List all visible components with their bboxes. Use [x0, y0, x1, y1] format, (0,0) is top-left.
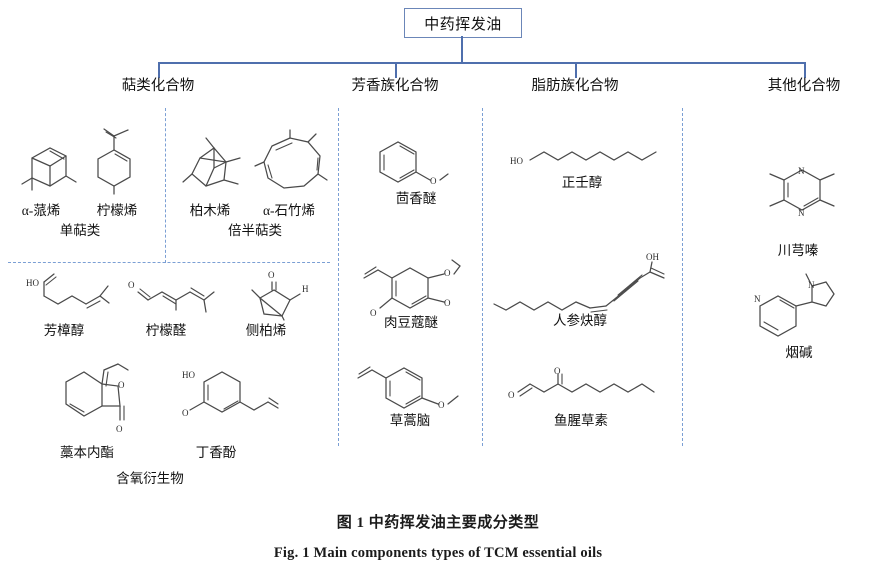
compound-label-myristicin: 肉豆蔻醚 [384, 315, 438, 330]
thujene-structure: O H [242, 268, 312, 321]
anisole-structure: O [366, 140, 450, 192]
connector-branch-terpenoid [158, 62, 160, 78]
atom-label-O: O [438, 400, 445, 410]
nonanol-structure: HO [510, 146, 660, 170]
limonene-structure [86, 128, 142, 195]
atom-label-HO: HO [26, 278, 39, 288]
atom-label-OH: OH [646, 252, 659, 262]
atom-label-O: O [508, 390, 515, 400]
atom-label-O: O [444, 298, 451, 308]
group-label-monoterpene: 单萜类 [59, 223, 101, 238]
compound-label-linalool: 芳樟醇 [43, 323, 85, 338]
atom-label-H: H [302, 284, 309, 294]
compound-label-cedrene: 柏木烯 [189, 203, 231, 218]
atom-label-O: O [430, 176, 437, 186]
compound-label-limonene: 柠檬烯 [96, 203, 138, 218]
atom-label-O: O [118, 380, 125, 390]
citral-structure: O [128, 280, 218, 316]
atom-label-O: O [128, 280, 135, 290]
linalool-structure: HO [20, 272, 110, 314]
divider-aromatic-aliphatic [482, 108, 483, 446]
figure-caption-english: Fig. 1 Main components types of TCM esse… [273, 545, 603, 561]
root-node-label: 中药挥发油 [424, 16, 502, 33]
estragole-structure: O [356, 366, 468, 410]
divider-terpenoid-aromatic [338, 108, 339, 446]
category-label-aliphatic: 脂肪族化合物 [531, 78, 619, 94]
cedrene-structure [182, 134, 248, 196]
atom-label-O: O [116, 424, 123, 434]
myristicin-structure: O O O [356, 259, 468, 318]
compound-label-ligustrazine: 川芎嗪 [777, 243, 819, 258]
atom-label-HO: HO [510, 156, 523, 166]
alpha-caryophyllene-structure [254, 129, 328, 196]
divider-aliphatic-other [682, 108, 683, 446]
compound-label-eugenol: 丁香酚 [195, 445, 237, 460]
compound-label-citral: 柠檬醛 [145, 323, 187, 338]
figure-caption-chinese: 图 1 中药挥发油主要成分类型 [336, 515, 540, 531]
atom-label-N: N [754, 294, 761, 304]
ligustrazine-structure: N N [762, 166, 838, 222]
connector-horizontal-bus [158, 62, 806, 64]
compound-label-anisole: 茴香醚 [395, 191, 437, 206]
compound-label-thujene: 侧柏烯 [245, 323, 287, 338]
ligustilide-structure: O O [48, 358, 129, 434]
connector-branch-aromatic [395, 62, 397, 78]
connector-branch-aliphatic [575, 62, 577, 78]
divider-mono-sesqui [165, 108, 166, 263]
category-label-aromatic: 芳香族化合物 [351, 78, 439, 94]
category-label-terpenoid: 萜类化合物 [121, 78, 195, 94]
compound-label-estragole: 草蒿脑 [389, 413, 431, 428]
atom-label-O: O [554, 366, 561, 376]
eugenol-structure: HO O [182, 368, 279, 426]
atom-label-HO: HO [182, 370, 195, 380]
houttuynin-structure: O O [508, 366, 658, 408]
atom-label-N: N [798, 166, 805, 176]
group-label-sesquiterpene: 倍半萜类 [228, 223, 282, 238]
root-node-box: 中药挥发油 [404, 8, 522, 38]
divider-terpene-oxygenated [8, 262, 330, 263]
compound-label-ligustilide: 藁本内酯 [60, 445, 114, 460]
atom-label-N: N [798, 208, 805, 218]
panaxynol-structure: OH [493, 252, 670, 313]
compound-label-alpha-caryophyllene: α-石竹烯 [262, 203, 316, 218]
group-label-oxygenated: 含氧衍生物 [116, 471, 184, 486]
atom-label-O: O [444, 268, 451, 278]
connector-branch-other [804, 62, 806, 78]
compound-label-alpha-pinene: α-蒎烯 [21, 203, 61, 218]
nicotine-structure: N N [746, 272, 844, 342]
atom-label-O: O [182, 408, 189, 418]
atom-label-O: O [370, 308, 377, 318]
compound-label-panaxynol: 人参炔醇 [553, 313, 607, 328]
compound-label-houttuynin: 鱼腥草素 [554, 413, 608, 428]
compound-label-nicotine: 烟碱 [785, 345, 813, 360]
atom-label-O: O [268, 270, 275, 280]
connector-root-stem [461, 36, 463, 63]
compound-label-nonanol: 正壬醇 [561, 175, 603, 190]
category-label-other: 其他化合物 [767, 78, 841, 94]
alpha-pinene-structure [18, 136, 80, 194]
